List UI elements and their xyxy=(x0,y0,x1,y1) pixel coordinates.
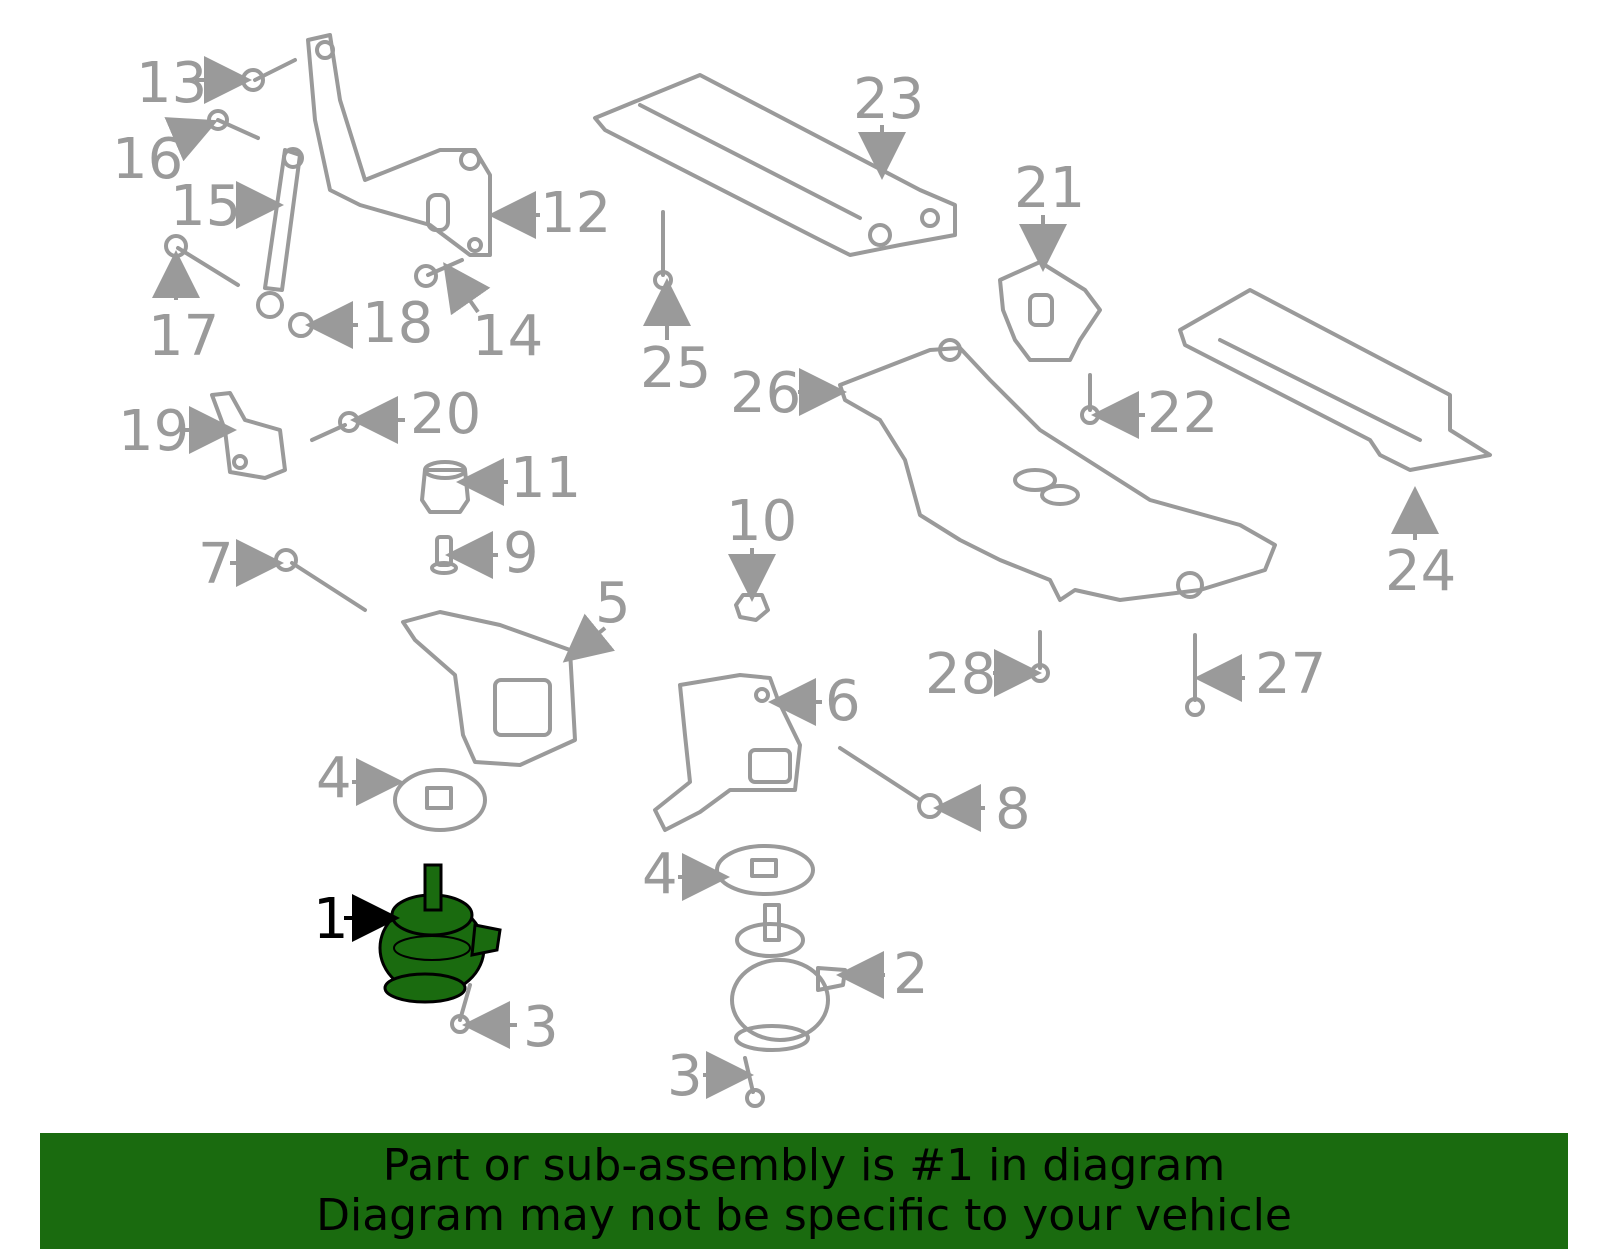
part-13-bolt xyxy=(241,58,297,92)
callout-25: 25 xyxy=(640,336,711,401)
part-4-insulator-left xyxy=(393,768,487,832)
part-25-bolt xyxy=(653,210,673,290)
callout-9: 9 xyxy=(503,521,539,586)
callout-18: 18 xyxy=(362,291,433,356)
part-1-engine-mount xyxy=(378,863,502,1004)
part-28-bolt xyxy=(1030,630,1050,683)
callout-arrows xyxy=(152,56,1439,1099)
callout-4-lower: 4 xyxy=(642,842,678,907)
banner-line-1: Part or sub-assembly is #1 in diagram xyxy=(382,1140,1226,1191)
callout-16: 16 xyxy=(112,127,183,192)
callout-12: 12 xyxy=(540,181,611,246)
callout-23: 23 xyxy=(853,67,924,132)
part-22-bolt xyxy=(1080,373,1100,425)
callout-8: 8 xyxy=(995,777,1031,842)
part-12-bracket xyxy=(306,33,492,257)
callout-28: 28 xyxy=(925,642,996,707)
callout-14: 14 xyxy=(472,304,543,369)
part-26-subframe xyxy=(838,338,1277,602)
part-9-stud xyxy=(430,535,458,575)
part-15-strut xyxy=(256,147,304,319)
part-27-bolt xyxy=(1185,633,1205,717)
part-23-crossmember xyxy=(593,73,957,257)
part-2-engine-mount xyxy=(730,903,847,1052)
callout-2: 2 xyxy=(893,942,929,1007)
part-5-bracket xyxy=(401,610,577,767)
callout-26: 26 xyxy=(730,361,801,426)
part-3-bolt-right xyxy=(743,1056,765,1108)
callout-22: 22 xyxy=(1147,381,1218,446)
part-18-nut xyxy=(288,312,314,338)
part-21-mount xyxy=(998,260,1102,362)
banner-line-2: Diagram may not be specific to your vehi… xyxy=(316,1190,1292,1241)
part-6-bracket xyxy=(653,673,802,832)
callout-3-left: 3 xyxy=(523,995,559,1060)
callout-19: 19 xyxy=(118,399,189,464)
callout-3-right: 3 xyxy=(667,1044,703,1109)
part-7-bolt xyxy=(274,548,367,612)
part-19-bracket xyxy=(210,391,287,480)
callout-27: 27 xyxy=(1255,642,1326,707)
part-20-bolt xyxy=(310,411,360,442)
callout-10: 10 xyxy=(726,489,797,554)
callout-15: 15 xyxy=(170,174,241,239)
info-banner: Part or sub-assembly is #1 in diagram Di… xyxy=(40,1133,1568,1249)
callout-13: 13 xyxy=(136,51,207,116)
callout-4-upper: 4 xyxy=(316,746,352,811)
part-24-rail xyxy=(1178,288,1492,472)
callout-24: 24 xyxy=(1385,539,1456,604)
part-11-bushing xyxy=(420,460,470,514)
part-8-bolt xyxy=(838,746,943,819)
callout-20: 20 xyxy=(410,382,481,447)
part-4-insulator-right xyxy=(715,844,815,896)
part-16-bolt xyxy=(207,109,260,140)
callout-11: 11 xyxy=(510,446,581,511)
callout-5: 5 xyxy=(595,571,631,636)
callout-labels: 13 16 15 12 17 18 14 23 21 25 26 22 24 1… xyxy=(112,51,1456,1109)
part-10-nut xyxy=(734,593,770,622)
callout-6: 6 xyxy=(825,669,861,734)
callout-17: 17 xyxy=(148,304,219,369)
callout-1: 1 xyxy=(313,887,349,952)
callout-7: 7 xyxy=(198,532,234,597)
callout-21: 21 xyxy=(1014,156,1085,221)
